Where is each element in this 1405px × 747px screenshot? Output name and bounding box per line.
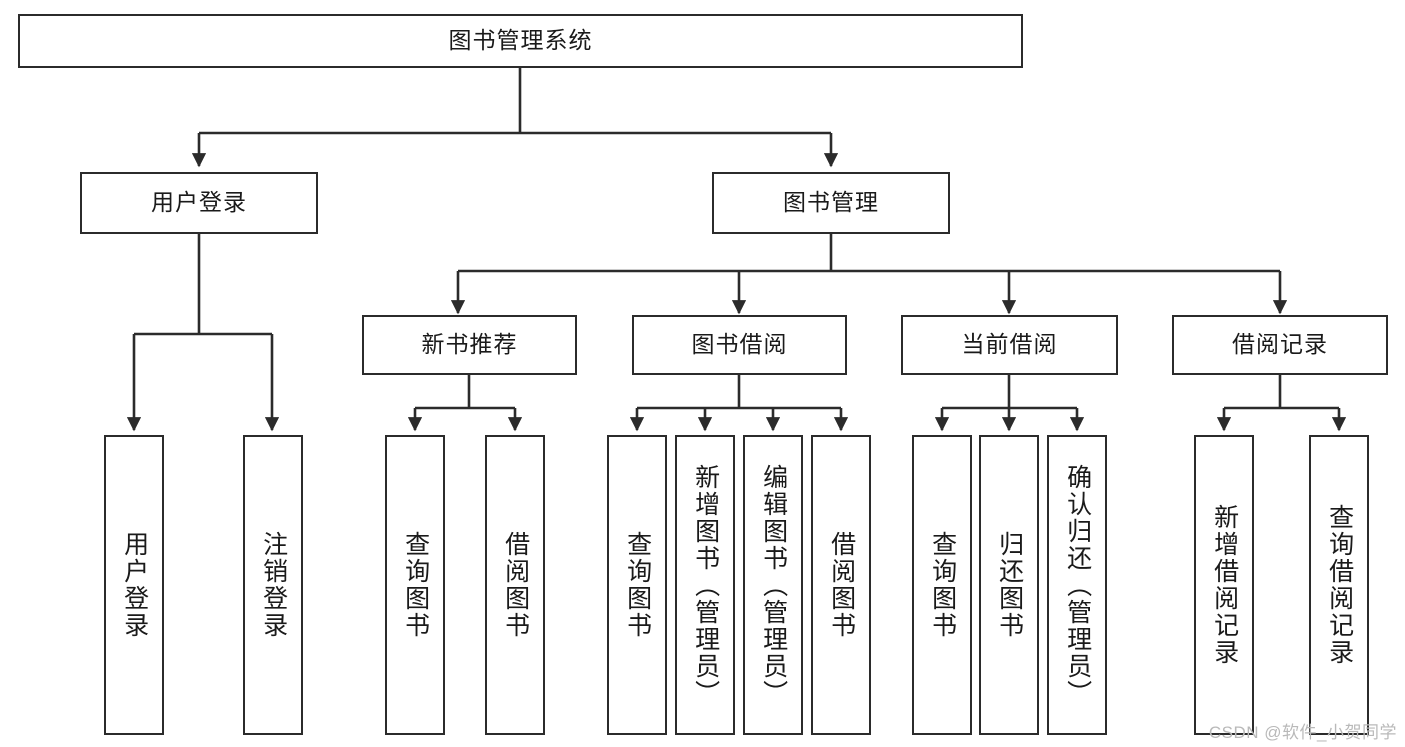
node-user-login-label: 用户登录 [151, 189, 247, 216]
leaf-borrow-edit-book[interactable]: 编辑图书（管理员） [743, 435, 803, 735]
leaf-label: 查询借阅记录 [1325, 504, 1354, 666]
leaf-borrow-query-book[interactable]: 查询图书 [607, 435, 667, 735]
node-book-management[interactable]: 图书管理 [712, 172, 950, 234]
leaf-label: 注销登录 [259, 531, 288, 639]
node-book-borrow[interactable]: 图书借阅 [632, 315, 847, 375]
node-root-label: 图书管理系统 [448, 27, 593, 54]
leaf-label: 查询图书 [928, 531, 957, 639]
node-user-login[interactable]: 用户登录 [80, 172, 318, 234]
node-borrow-record-label: 借阅记录 [1232, 331, 1328, 358]
leaf-user-login-logout[interactable]: 注销登录 [243, 435, 303, 735]
node-book-borrow-label: 图书借阅 [691, 331, 788, 358]
csdn-watermark: CSDN @软件_小贺同学 [1208, 723, 1397, 742]
leaf-label: 归还图书 [995, 531, 1024, 639]
leaf-label: 编辑图书（管理员） [759, 463, 788, 707]
node-new-book-recommend-label: 新书推荐 [421, 331, 518, 358]
node-root[interactable]: 图书管理系统 [18, 14, 1023, 68]
leaf-label: 查询图书 [401, 531, 430, 639]
leaf-label: 借阅图书 [827, 531, 856, 639]
leaf-label: 新增图书（管理员） [691, 463, 720, 707]
leaf-record-query[interactable]: 查询借阅记录 [1309, 435, 1369, 735]
leaf-label: 借阅图书 [501, 531, 530, 639]
leaf-borrow-borrow-book[interactable]: 借阅图书 [811, 435, 871, 735]
leaf-current-confirm-return[interactable]: 确认归还（管理员） [1047, 435, 1107, 735]
node-borrow-record[interactable]: 借阅记录 [1172, 315, 1388, 375]
leaf-current-return-book[interactable]: 归还图书 [979, 435, 1039, 735]
leaf-current-query-book[interactable]: 查询图书 [912, 435, 972, 735]
leaf-new-book-query[interactable]: 查询图书 [385, 435, 445, 735]
node-current-borrow-label: 当前借阅 [961, 331, 1058, 358]
leaf-label: 新增借阅记录 [1210, 504, 1239, 666]
node-current-borrow[interactable]: 当前借阅 [901, 315, 1118, 375]
leaf-label: 确认归还（管理员） [1063, 463, 1092, 707]
leaf-label: 用户登录 [120, 531, 149, 639]
leaf-new-book-borrow[interactable]: 借阅图书 [485, 435, 545, 735]
leaf-user-login-signin[interactable]: 用户登录 [104, 435, 164, 735]
node-new-book-recommend[interactable]: 新书推荐 [362, 315, 577, 375]
leaf-borrow-add-book[interactable]: 新增图书（管理员） [675, 435, 735, 735]
node-book-management-label: 图书管理 [783, 189, 879, 216]
leaf-label: 查询图书 [623, 531, 652, 639]
leaf-record-add[interactable]: 新增借阅记录 [1194, 435, 1254, 735]
